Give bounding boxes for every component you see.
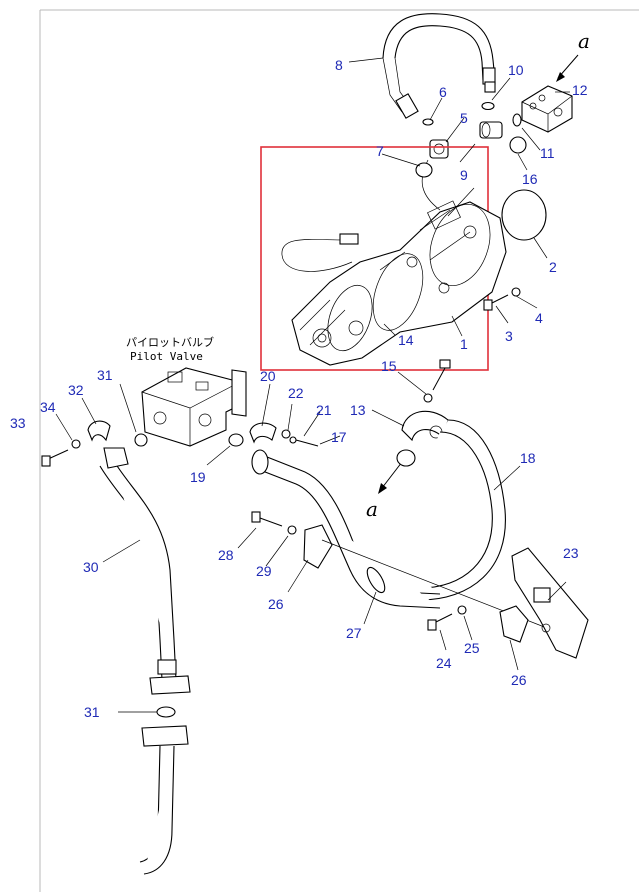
callout-21[interactable]: 21 <box>316 402 332 418</box>
hose-30[interactable] <box>99 447 191 695</box>
callout-9[interactable]: 9 <box>460 167 468 183</box>
callout-22[interactable]: 22 <box>288 385 304 401</box>
pilot-valve-label-jp: パイロットバルブ <box>126 335 214 349</box>
o-ring-6[interactable] <box>422 118 434 126</box>
callout-14[interactable]: 14 <box>398 332 414 348</box>
callout-24[interactable]: 24 <box>436 655 452 671</box>
callout-26-left[interactable]: 26 <box>268 596 284 612</box>
callout-18[interactable]: 18 <box>520 450 536 466</box>
plug-7[interactable] <box>415 162 433 178</box>
o-ring-10[interactable] <box>481 101 495 111</box>
clamp-26-left[interactable] <box>303 524 333 569</box>
callout-10[interactable]: 10 <box>508 62 524 78</box>
pilot-valve-label: パイロットバルブ Pilot Valve <box>126 335 214 363</box>
flange-20[interactable] <box>249 422 277 444</box>
callout-7[interactable]: 7 <box>376 143 384 159</box>
hose-18[interactable] <box>379 419 506 601</box>
reference-arrow-mid: a <box>366 449 416 521</box>
callout-26-right[interactable]: 26 <box>511 672 527 688</box>
washer-29[interactable] <box>287 525 297 535</box>
reference-letter-mid: a <box>366 497 378 521</box>
o-ring-11[interactable] <box>512 113 522 127</box>
o-ring-31-top[interactable] <box>134 433 148 447</box>
washer-22[interactable] <box>281 429 291 439</box>
bolt-28[interactable] <box>251 511 283 527</box>
leader-lines <box>55 57 570 713</box>
washer-4[interactable] <box>511 287 521 297</box>
reference-arrow-top: a <box>556 29 590 82</box>
callout-28[interactable]: 28 <box>218 547 234 563</box>
fitting-9[interactable] <box>479 121 503 139</box>
callout-20[interactable]: 20 <box>260 368 276 384</box>
o-ring-2[interactable] <box>501 189 547 241</box>
callout-5[interactable]: 5 <box>460 110 468 126</box>
pilot-valve[interactable] <box>141 367 247 447</box>
bolt-24[interactable] <box>427 613 453 631</box>
clamp-26-right[interactable] <box>499 605 529 643</box>
callout-3[interactable]: 3 <box>505 328 513 344</box>
bolt-3[interactable] <box>483 294 509 311</box>
hose-8[interactable] <box>382 13 496 119</box>
callout-12[interactable]: 12 <box>572 82 588 98</box>
callout-6[interactable]: 6 <box>439 84 447 100</box>
callout-15[interactable]: 15 <box>381 358 397 374</box>
callout-16[interactable]: 16 <box>522 171 538 187</box>
callout-29[interactable]: 29 <box>256 563 272 579</box>
washer-15[interactable] <box>423 393 433 403</box>
washer-25[interactable] <box>457 605 467 615</box>
flange-32[interactable] <box>87 420 111 442</box>
washer-22b[interactable] <box>289 436 297 444</box>
callouts: 1 2 3 4 5 6 7 8 9 10 11 12 13 14 15 16 1… <box>10 57 588 720</box>
callout-4[interactable]: 4 <box>535 310 543 326</box>
hose-27[interactable] <box>251 449 441 609</box>
fitting-5[interactable] <box>429 139 449 159</box>
block-12[interactable] <box>521 85 573 133</box>
callout-11[interactable]: 11 <box>540 145 555 161</box>
o-ring-16[interactable] <box>509 136 527 154</box>
o-ring-19[interactable] <box>228 433 244 447</box>
o-ring-31-bottom[interactable] <box>156 706 176 718</box>
callout-30[interactable]: 30 <box>83 559 99 575</box>
callout-27[interactable]: 27 <box>346 625 362 641</box>
bolt-21[interactable] <box>295 439 319 447</box>
pilot-valve-label-en: Pilot Valve <box>130 350 203 363</box>
callout-25[interactable]: 25 <box>464 640 480 656</box>
callout-8[interactable]: 8 <box>335 57 343 73</box>
callout-17[interactable]: 17 <box>331 429 347 445</box>
callout-2[interactable]: 2 <box>549 259 557 275</box>
washer-34[interactable] <box>71 439 81 449</box>
bracket-23[interactable] <box>511 547 589 659</box>
pipe-bottom[interactable] <box>139 725 189 875</box>
callout-31-bottom[interactable]: 31 <box>84 704 100 720</box>
callout-32[interactable]: 32 <box>68 382 84 398</box>
pump-assembly-1[interactable] <box>291 196 507 366</box>
callout-33[interactable]: 33 <box>10 415 26 431</box>
callout-34[interactable]: 34 <box>40 399 56 415</box>
reference-letter-top: a <box>578 29 590 53</box>
bolt-15[interactable] <box>432 359 451 391</box>
callout-13[interactable]: 13 <box>350 402 366 418</box>
callout-31-top[interactable]: 31 <box>97 367 113 383</box>
bolt-33[interactable] <box>41 449 69 467</box>
callout-1[interactable]: 1 <box>460 336 468 352</box>
callout-23[interactable]: 23 <box>563 545 579 561</box>
callout-19[interactable]: 19 <box>190 469 206 485</box>
